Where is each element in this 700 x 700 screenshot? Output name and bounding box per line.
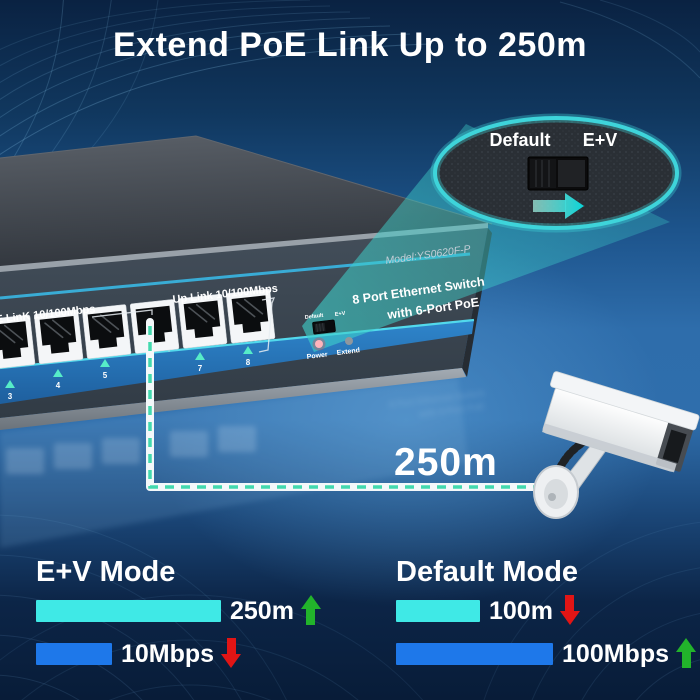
mode-bar bbox=[396, 643, 554, 665]
mode-bar bbox=[36, 643, 112, 665]
mode-row: 250m bbox=[36, 595, 366, 625]
mode-bar bbox=[396, 600, 480, 622]
rj45-port bbox=[81, 304, 132, 359]
zoom-inset: Default E+V bbox=[430, 113, 682, 233]
mode-panel-default: Default Mode 100m 100Mbps bbox=[396, 556, 696, 668]
camera-housing bbox=[542, 371, 700, 473]
mode-heading: E+V Mode bbox=[36, 556, 176, 588]
trend-down-icon bbox=[221, 638, 242, 668]
security-camera bbox=[533, 371, 700, 519]
mode-value-label: 100Mbps bbox=[562, 639, 669, 668]
trend-up-icon bbox=[676, 638, 696, 668]
trend-up-icon bbox=[300, 595, 321, 625]
trend-down-icon bbox=[559, 595, 580, 625]
mode-row: 100Mbps bbox=[396, 638, 696, 668]
inset-ev-label: E+V bbox=[583, 130, 618, 150]
svg-text:5: 5 bbox=[103, 371, 108, 380]
svg-text:3: 3 bbox=[8, 392, 13, 401]
inset-toggle-switch bbox=[527, 156, 589, 191]
toggle-label-default: Default bbox=[305, 313, 324, 321]
background-wave-mesh bbox=[0, 0, 700, 205]
mode-row: 100m bbox=[396, 595, 696, 625]
rj45-port bbox=[33, 309, 84, 365]
mode-rows: 250m 10Mbps bbox=[36, 595, 366, 668]
rj45-port bbox=[225, 288, 276, 344]
poster-title: Extend PoE Link Up to 250m bbox=[113, 26, 587, 64]
svg-text:4: 4 bbox=[56, 381, 61, 390]
extend-led-label: Extend bbox=[336, 347, 360, 357]
extend-led bbox=[345, 337, 353, 345]
mode-value-label: 10Mbps bbox=[121, 639, 215, 668]
mode-value-label: 100m bbox=[489, 596, 553, 625]
toggle-label-ev: E+V bbox=[335, 311, 347, 318]
svg-text:7: 7 bbox=[198, 364, 203, 373]
mode-row: 10Mbps bbox=[36, 638, 366, 668]
port-numbers: 3 4 5 7 8 bbox=[5, 346, 253, 401]
svg-text:8: 8 bbox=[246, 358, 251, 367]
power-led-label: Power bbox=[306, 351, 328, 361]
slide-direction-arrow bbox=[533, 193, 584, 219]
background-arc-mesh bbox=[0, 514, 700, 700]
distance-label: 250m bbox=[394, 441, 498, 484]
rj45-port bbox=[177, 293, 228, 349]
mode-bar bbox=[36, 600, 221, 622]
port-number-band bbox=[0, 320, 474, 404]
inset-default-label: Default bbox=[489, 130, 550, 150]
switch-bottom-strip bbox=[0, 368, 466, 430]
mode-panel-ev: E+V Mode 250m 10Mbps bbox=[36, 556, 366, 668]
mode-value-label: 250m bbox=[230, 596, 294, 625]
mode-heading: Default Mode bbox=[396, 556, 579, 588]
rj45-port-plugged bbox=[129, 299, 180, 354]
switch-reflection: 8 Port Ethernet Switch with 6-Port PoE bbox=[0, 378, 485, 548]
mode-rows: 100m 100Mbps bbox=[396, 595, 696, 668]
poe-cable bbox=[146, 318, 549, 491]
rj45-ports bbox=[0, 288, 276, 370]
rj45-port bbox=[0, 314, 36, 370]
mode-toggle-switch bbox=[312, 319, 336, 335]
